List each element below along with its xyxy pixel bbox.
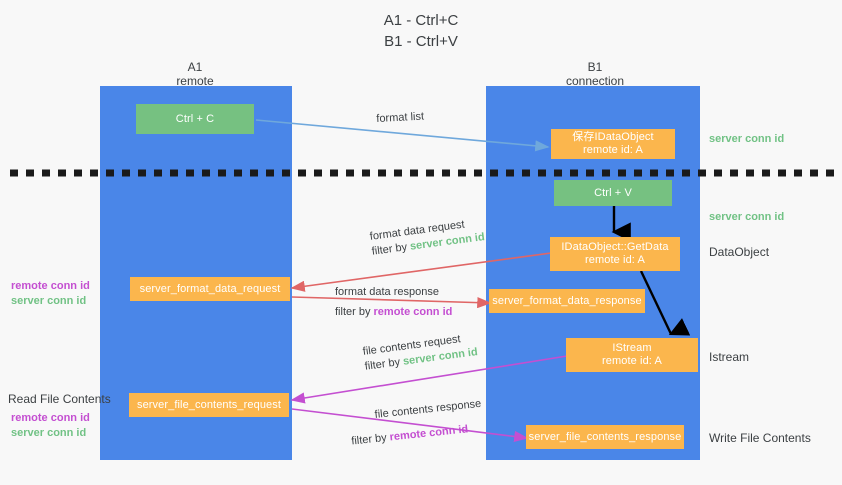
column-header-a1-name: A1 <box>187 60 203 74</box>
filter-prefix-2: filter by <box>335 306 374 318</box>
column-header-a1: A1 remote <box>95 60 295 88</box>
filter-prefix-4: filter by <box>350 431 391 448</box>
left-label-remote-conn-id-2: remote conn id <box>11 412 90 424</box>
right-label-istream: Istream <box>709 350 750 364</box>
box-istream-line1: IStream <box>612 342 652 354</box>
box-istream[interactable]: IStream remote id: A <box>566 338 698 372</box>
label-format-data-response-filter: filter by remote conn id <box>335 305 452 320</box>
left-label-group-2: remote conn id server conn id <box>11 411 90 441</box>
label-file-contents-request-group: file contents request filter by server c… <box>362 330 479 375</box>
title-line-2: B1 - Ctrl+V <box>384 33 458 50</box>
box-ctrl-c[interactable]: Ctrl + C <box>136 104 254 134</box>
box-idataobject-getdata[interactable]: IDataObject::GetData remote id: A <box>550 237 680 271</box>
filter-value-remote-conn-id-2: remote conn id <box>389 423 469 444</box>
box-server-format-data-request-label: server_format_data_request <box>139 282 281 295</box>
page-title: A1 - Ctrl+C B1 - Ctrl+V <box>0 10 842 52</box>
box-save-idataobject-line1: 保存IDataObject <box>572 131 654 143</box>
column-header-b1-sub: connection <box>565 74 625 88</box>
filter-value-remote-conn-id-1: remote conn id <box>373 306 453 318</box>
box-ctrl-v-label: Ctrl + V <box>594 186 632 199</box>
box-ctrl-c-label: Ctrl + C <box>175 112 215 125</box>
label-format-list: format list <box>376 110 425 125</box>
column-header-b1: B1 connection <box>495 60 695 88</box>
box-server-file-contents-response-label: server_file_contents_response <box>528 430 682 443</box>
box-getdata-line1: IDataObject::GetData <box>561 241 669 253</box>
box-istream-line2: remote id: A <box>602 355 662 367</box>
box-save-idataobject-line2: remote id: A <box>583 144 643 156</box>
box-server-file-contents-request[interactable]: server_file_contents_request <box>129 393 289 417</box>
column-header-a1-sub: remote <box>176 74 214 88</box>
label-format-data-request-group: format data request filter by server con… <box>369 215 486 260</box>
left-label-group-1: remote conn id server conn id <box>11 279 90 309</box>
box-server-format-data-response[interactable]: server_format_data_response <box>489 289 645 313</box>
right-label-write-file-contents: Write File Contents <box>709 431 811 445</box>
label-file-contents-response-filter: filter by remote conn id <box>351 421 485 450</box>
column-header-b1-name: B1 <box>587 60 603 74</box>
box-server-format-data-response-label: server_format_data_response <box>492 294 642 307</box>
box-server-format-data-request[interactable]: server_format_data_request <box>130 277 290 301</box>
right-label-server-conn-id-top: server conn id <box>709 133 785 145</box>
box-server-file-contents-request-label: server_file_contents_request <box>136 398 282 411</box>
right-label-dataobject: DataObject <box>709 245 770 259</box>
right-label-server-conn-id-mid: server conn id <box>709 211 785 223</box>
left-label-server-conn-id-1: server conn id <box>11 295 87 307</box>
box-server-file-contents-response[interactable]: server_file_contents_response <box>526 425 684 449</box>
left-label-server-conn-id-2: server conn id <box>11 427 87 439</box>
left-label-read-file-contents: Read File Contents <box>8 392 111 406</box>
filter-prefix-3: filter by <box>364 355 404 373</box>
label-file-contents-response: file contents response <box>374 397 482 421</box>
title-line-1: A1 - Ctrl+C <box>383 12 459 29</box>
label-format-data-response-group: format data response filter by remote co… <box>335 285 452 320</box>
label-file-contents-response-group: file contents response filter by remote … <box>351 397 485 448</box>
box-getdata-line2: remote id: A <box>585 254 645 266</box>
left-label-remote-conn-id-1: remote conn id <box>11 280 90 292</box>
box-ctrl-v[interactable]: Ctrl + V <box>554 180 672 206</box>
box-save-idataobject[interactable]: 保存IDataObject remote id: A <box>551 129 675 159</box>
filter-prefix-1: filter by <box>371 240 411 258</box>
label-format-data-response: format data response <box>335 286 439 298</box>
